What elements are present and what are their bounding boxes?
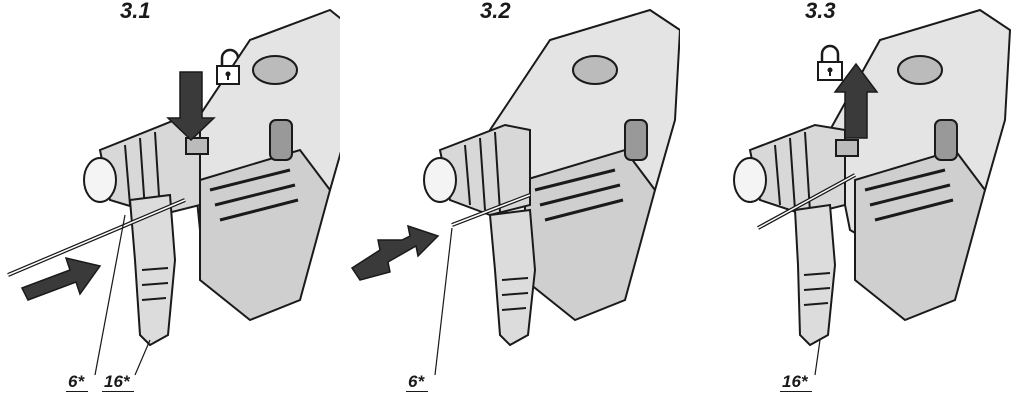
padlock-open-icon [216,48,240,85]
panel-3-3: 3.3 16* [680,0,1017,403]
drill-body [488,8,680,322]
chuck [423,123,531,217]
arrow-up-icon [833,62,879,139]
lock-button [185,137,209,155]
side-handle [488,208,537,347]
panel-title: 3.1 [120,0,151,23]
double-arrow-icon [350,224,440,281]
lock-button [835,139,859,157]
side-handle [793,203,837,347]
panel-3-2: 3.2 6* [340,0,680,403]
chuck [733,123,846,217]
callout-depth-stop: 6* [66,373,89,392]
callout-depth-stop: 6* [406,373,429,392]
padlock-closed-icon [817,44,843,81]
side-handle [128,193,177,347]
panel-title: 3.2 [480,0,511,23]
callout-side-handle: 16* [780,373,812,392]
drill-body [188,8,340,322]
callout-side-handle: 16* [102,373,134,392]
rotary-hammer-illustration [7,8,340,376]
arrow-down-icon [166,71,216,142]
panel-title: 3.3 [805,0,836,23]
rotary-hammer-illustration [350,8,680,376]
arrow-right-icon [20,256,102,301]
rotary-hammer-illustration [733,8,1012,376]
panel-3-1: 3.1 [0,0,340,403]
drill-body [828,8,1012,322]
